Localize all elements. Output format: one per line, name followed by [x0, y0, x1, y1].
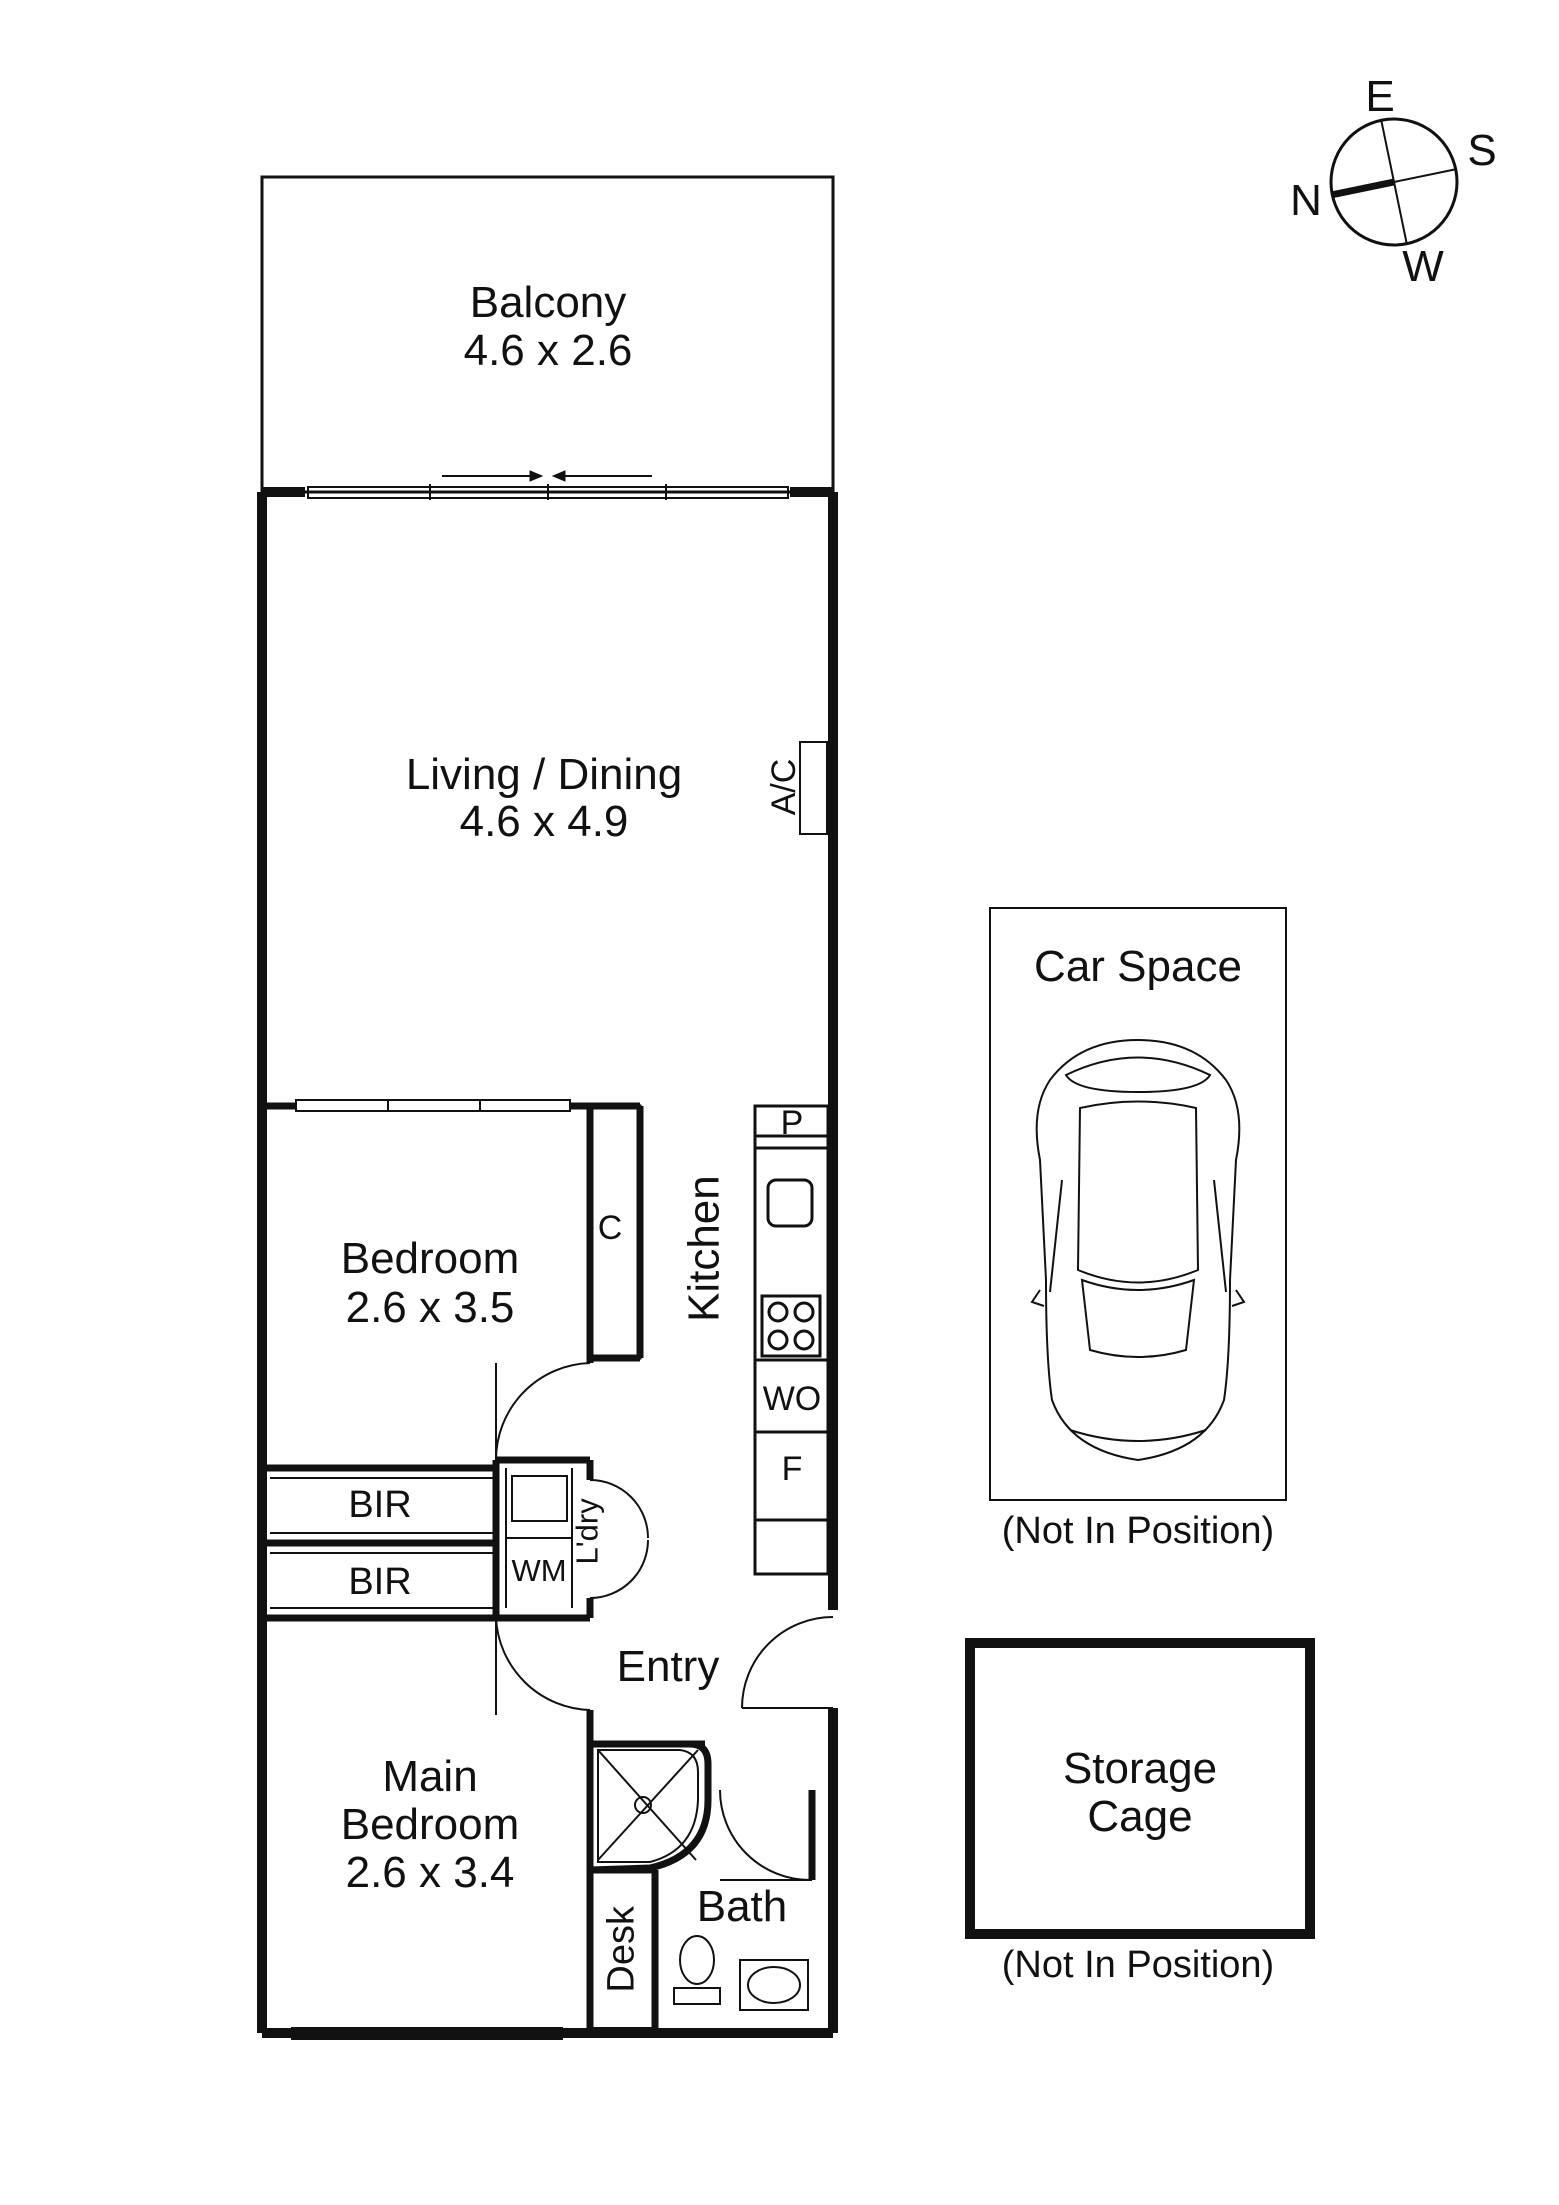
storage-cage-line2: Cage — [1087, 1792, 1193, 1841]
fridge-label: F — [781, 1450, 803, 1488]
bir-1-label: BIR — [348, 1484, 412, 1526]
storage-cage-note: (Not In Position) — [1001, 1944, 1275, 1986]
bir-2-label: BIR — [348, 1561, 412, 1603]
main-bedroom-name-1: Main — [382, 1752, 478, 1801]
exterior-walls — [257, 487, 838, 2038]
living-name: Living / Dining — [405, 750, 683, 799]
car-space-note: (Not In Position) — [1001, 1510, 1275, 1552]
kitchen-bench — [753, 1104, 830, 1576]
living-size: 4.6 x 4.9 — [459, 797, 629, 846]
main-bedroom-window — [291, 2027, 563, 2040]
built-in-robes — [270, 1477, 496, 1609]
compass-west-label: W — [1402, 242, 1444, 291]
bath-label: Bath — [696, 1882, 788, 1931]
kitchen-label: Kitchen — [679, 1175, 729, 1323]
desk — [589, 1869, 656, 2029]
shower — [589, 1740, 712, 1874]
storage-cage-line1: Storage — [1062, 1744, 1218, 1793]
car-icon — [1030, 1038, 1246, 1462]
laundry-area — [505, 1468, 649, 1608]
compass — [1329, 117, 1459, 247]
door-swings — [495, 1362, 834, 1881]
bedroom-name: Bedroom — [340, 1234, 520, 1283]
main-bedroom-name-2: Bedroom — [340, 1800, 520, 1849]
cupboard-label: C — [597, 1209, 623, 1247]
storage-cage-outline — [965, 1638, 1315, 1939]
washing-machine-label: WM — [511, 1553, 567, 1588]
ac-unit — [799, 741, 828, 835]
balcony-size: 4.6 x 2.6 — [463, 326, 633, 375]
bedroom-window — [295, 1099, 571, 1112]
bedroom-size: 2.6 x 3.5 — [345, 1283, 515, 1332]
desk-label: Desk — [600, 1905, 643, 1993]
car-space-title: Car Space — [1034, 942, 1242, 991]
compass-east-label: E — [1365, 72, 1395, 121]
sliding-door — [307, 470, 789, 500]
main-bedroom-size: 2.6 x 3.4 — [345, 1848, 515, 1897]
compass-north-label: N — [1290, 176, 1322, 225]
pantry-label: P — [780, 1104, 804, 1142]
wall-oven-label: WO — [762, 1380, 822, 1418]
ac-label: A/C — [764, 758, 803, 816]
compass-south-label: S — [1467, 126, 1497, 175]
bath-fixtures — [673, 1935, 809, 2011]
car-space-outline — [989, 907, 1287, 1501]
north-pointer — [1330, 178, 1395, 199]
bedroom-cupboard — [588, 1104, 642, 1360]
entry-label: Entry — [616, 1642, 720, 1691]
balcony-name: Balcony — [469, 278, 627, 327]
laundry-label: L'dry — [569, 1498, 605, 1565]
